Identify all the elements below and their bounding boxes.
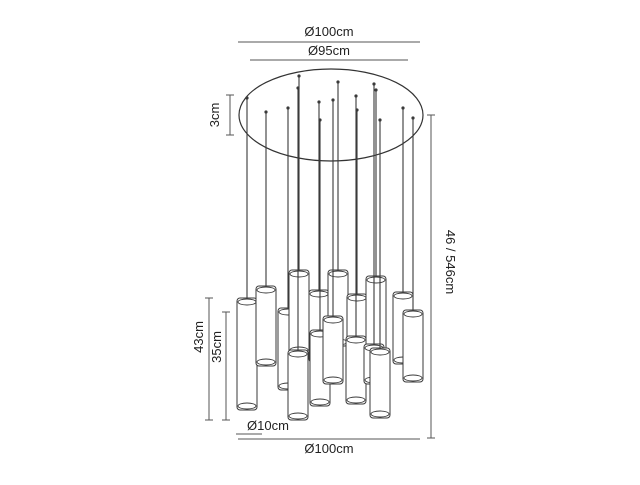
shade-top-rim <box>403 310 423 318</box>
pendant-cluster <box>236 74 424 421</box>
shade-top-rim <box>288 350 308 358</box>
pendant-diameter-dimension: Ø10cm <box>236 418 289 435</box>
pendant-shade-length-label: 35cm <box>209 331 224 363</box>
pendant-1 <box>236 96 258 411</box>
shade-bottom-rim <box>346 396 366 404</box>
pendant-13 <box>322 98 344 385</box>
pendant-diameter-label: Ø10cm <box>247 418 289 433</box>
pendant-16 <box>369 118 391 419</box>
shade-bottom-rim <box>256 358 276 366</box>
pendant-shade <box>365 275 387 355</box>
shade-top-rim <box>289 270 309 278</box>
pendant-2 <box>255 110 277 367</box>
canopy-thickness-label: 3cm <box>207 103 222 128</box>
shade-bottom-rim <box>288 412 308 420</box>
pendant-shade <box>322 315 344 385</box>
pendant-total-length-label: 43cm <box>191 321 206 353</box>
pendant-shade <box>287 349 309 421</box>
pendant-total-length-dimension: 43cm <box>191 297 213 421</box>
pendant-shade <box>236 297 258 411</box>
shade-top-rim <box>256 286 276 294</box>
pendant-shade <box>345 335 367 405</box>
shade-bottom-rim <box>403 374 423 382</box>
shade-top-rim <box>323 316 343 324</box>
canopy-outer-dimension: Ø100cm <box>238 24 420 43</box>
pendant-4 <box>288 74 310 355</box>
pendant-11 <box>287 86 309 421</box>
shade-top-rim <box>370 348 390 356</box>
shade-top-rim <box>346 336 366 344</box>
canopy-inner-dimension: Ø95cm <box>250 43 408 61</box>
shade-bottom-rim <box>237 402 257 410</box>
cluster-diameter-label: Ø100cm <box>304 441 353 456</box>
pendant-8 <box>365 88 387 355</box>
canopy-outer-diameter-label: Ø100cm <box>304 24 353 39</box>
pendant-shade <box>255 285 277 367</box>
canopy-thickness-dimension: 3cm <box>207 94 234 136</box>
shade-top-rim <box>393 292 413 300</box>
pendant-shade <box>369 347 391 419</box>
pendant-shade <box>402 309 424 383</box>
shade-top-rim <box>366 276 386 284</box>
ceiling-canopy <box>238 68 424 162</box>
shade-top-rim <box>328 270 348 278</box>
pendant-shade-length-dimension: 35cm <box>209 311 230 421</box>
pendant-6 <box>327 80 349 347</box>
total-height-dimension: 46 / 546cm <box>427 114 458 439</box>
pendant-14 <box>345 94 367 405</box>
cluster-diameter-dimension: Ø100cm <box>238 438 420 456</box>
pendant-10 <box>402 116 424 383</box>
shade-bottom-rim <box>323 376 343 384</box>
pendant-shade <box>288 269 310 355</box>
total-height-label: 46 / 546cm <box>443 230 458 294</box>
pendant-7 <box>346 108 368 367</box>
shade-bottom-rim <box>310 398 330 406</box>
canopy-inner-diameter-label: Ø95cm <box>308 43 350 58</box>
shade-bottom-rim <box>370 410 390 418</box>
